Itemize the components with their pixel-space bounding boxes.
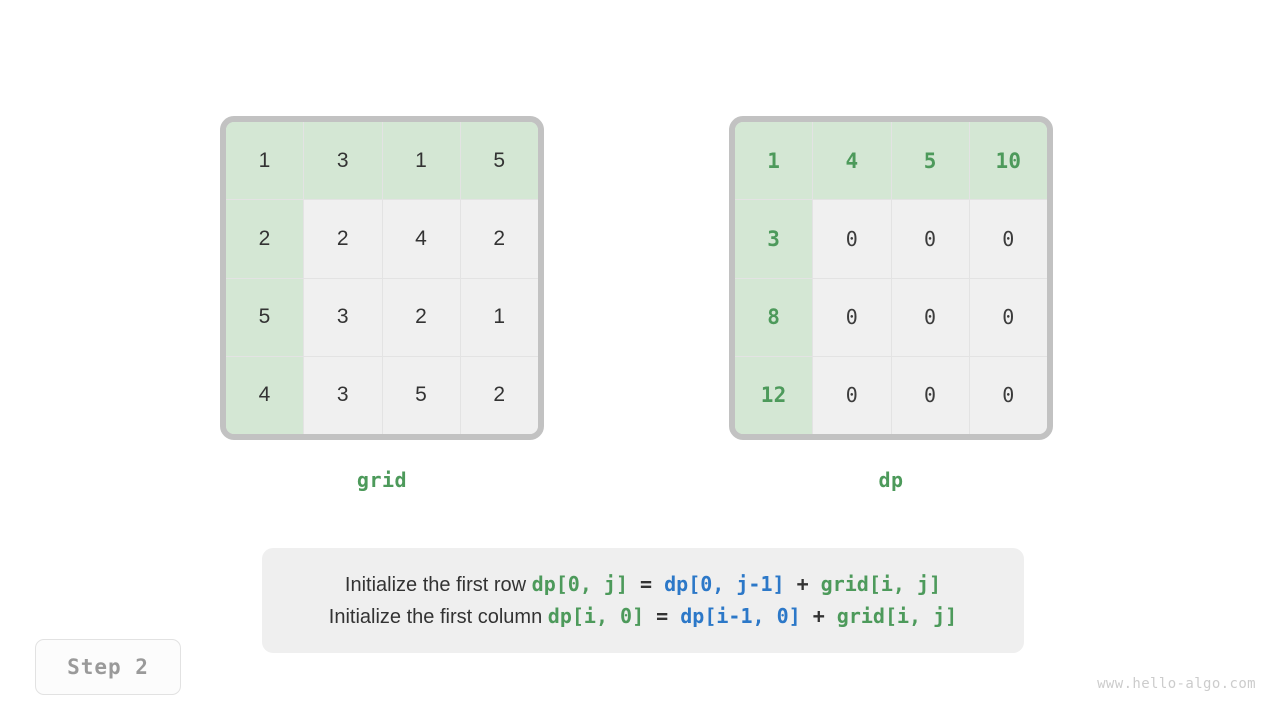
step-badge-label: Step 2 [67,655,149,679]
matrix-cell: 8 [735,278,813,356]
caption-equals: = [644,604,681,628]
matrix-cell: 0 [891,356,969,434]
matrix-cell: 1 [382,122,460,200]
caption-target-code: dp[i, 0] [547,604,645,628]
caption-box: Initialize the first row dp[0, j] = dp[0… [262,548,1024,653]
caption-prose: Initialize the first row [344,574,532,596]
caption-prose: Initialize the first column [328,606,548,628]
caption-plus: + [784,572,821,596]
matrix-cell: 5 [891,122,969,200]
matrix-cell: 3 [304,356,382,434]
matrix-cell: 2 [226,200,304,278]
matrix-cell: 3 [304,122,382,200]
matrix-cell: 3 [304,278,382,356]
dp-matrix-label: dp [878,468,904,492]
matrix-cell: 2 [382,278,460,356]
matrix-cell: 0 [891,278,969,356]
matrix-cell: 10 [969,122,1047,200]
matrix-cell: 2 [460,356,538,434]
matrix-cell: 1 [226,122,304,200]
matrix-cell: 4 [382,200,460,278]
matrix-cell: 5 [226,278,304,356]
caption-plus: + [800,604,837,628]
caption-addend-code: grid[i, j] [836,604,958,628]
matrix-cell: 1 [735,122,813,200]
matrix-cell: 4 [226,356,304,434]
matrix-cell: 0 [969,278,1047,356]
watermark: www.hello-algo.com [1097,676,1256,692]
matrix-cell: 4 [813,122,891,200]
grid-matrix-label: grid [356,468,408,492]
caption-source-code: dp[i-1, 0] [680,604,801,628]
step-badge: Step 2 [35,639,181,695]
matrix-cell: 2 [304,200,382,278]
matrix-cell: 5 [382,356,460,434]
caption-equals: = [627,572,665,596]
matrix-cell: 0 [891,200,969,278]
caption-target-code: dp[0, j] [531,572,628,596]
matrix-cell: 2 [460,200,538,278]
matrix-cell: 5 [460,122,538,200]
caption-source-code: dp[0, j-1] [664,572,785,596]
caption-addend-code: grid[i, j] [820,572,942,596]
matrix-cell: 0 [969,356,1047,434]
matrix-cell: 3 [735,200,813,278]
matrix-cell: 12 [735,356,813,434]
matrix-cell: 0 [813,200,891,278]
matrix-cell: 0 [813,278,891,356]
caption-line-first-column: Initialize the first column dp[i, 0] = d… [329,606,957,627]
matrix-cell: 1 [460,278,538,356]
matrix-cell: 0 [969,200,1047,278]
caption-line-first-row: Initialize the first row dp[0, j] = dp[0… [345,574,941,595]
matrix-cell: 0 [813,356,891,434]
